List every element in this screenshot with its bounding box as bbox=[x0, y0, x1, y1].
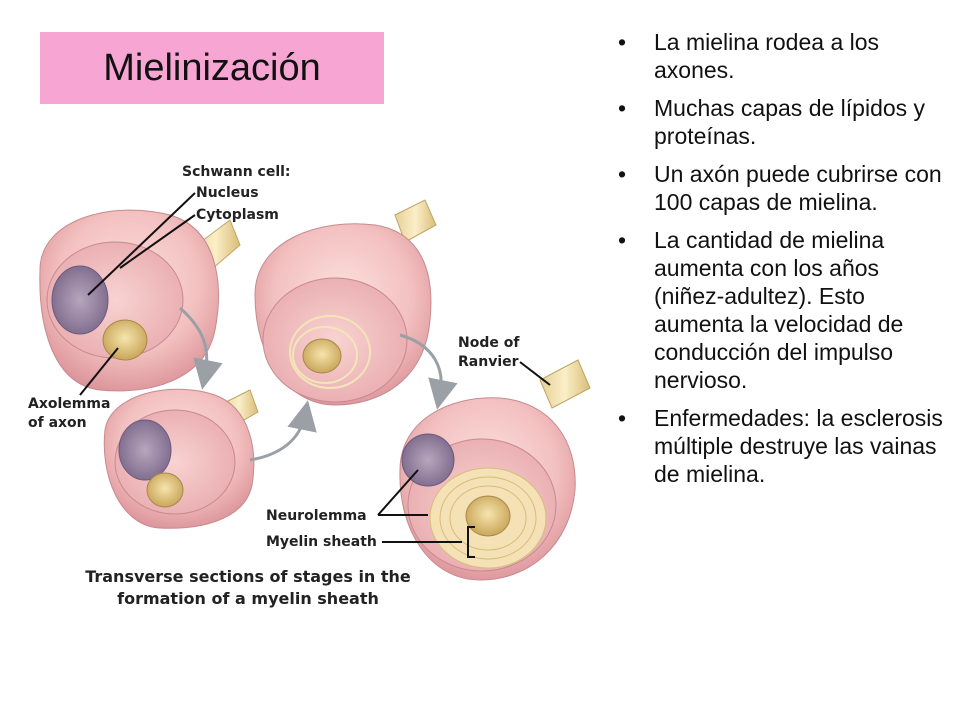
stage-2-cell bbox=[103, 388, 259, 529]
title-box: Mielinización bbox=[40, 32, 384, 104]
bullet-icon: • bbox=[618, 95, 627, 121]
caption-line-1: Transverse sections of stages in the bbox=[85, 567, 411, 586]
bullet-item: •Muchas capas de lípidos y proteínas. bbox=[618, 95, 926, 149]
label-node-of: Node of bbox=[458, 335, 520, 351]
arrow-stage2-to-3 bbox=[249, 400, 317, 462]
stage-4-cell bbox=[399, 359, 591, 581]
label-axolemma: Axolemma bbox=[28, 396, 110, 412]
leader-lines bbox=[79, 192, 551, 558]
bullet-item: •Enfermedades: la esclerosis múltiple de… bbox=[618, 405, 943, 487]
label-ranvier: Ranvier bbox=[458, 354, 519, 370]
label-of-axon: of axon bbox=[28, 415, 87, 431]
label-schwann-cell: Schwann cell: bbox=[182, 164, 291, 180]
bullet-icon: • bbox=[618, 29, 627, 55]
bullet-icon: • bbox=[618, 405, 627, 431]
stage-1-cell bbox=[39, 209, 241, 392]
label-myelin-sheath: Myelin sheath bbox=[266, 534, 377, 550]
bullet-list: •La mielina rodea a los axones. •Muchas … bbox=[612, 28, 952, 498]
myelination-figure: Schwann cell: Nucleus Cytoplasm Node of … bbox=[28, 164, 591, 608]
bullet-icon: • bbox=[618, 227, 627, 253]
bullet-item: •La mielina rodea a los axones. bbox=[618, 29, 880, 83]
bullet-item: •Un axón puede cubrirse con 100 capas de… bbox=[618, 161, 942, 215]
label-cytoplasm: Cytoplasm bbox=[196, 207, 279, 223]
bullet-item: •La cantidad de mielina aumenta con los … bbox=[618, 227, 904, 393]
stage-3-cell bbox=[254, 199, 437, 406]
label-nucleus: Nucleus bbox=[196, 185, 259, 201]
arrow-stage3-to-4 bbox=[399, 333, 458, 410]
caption-line-2: formation of a myelin sheath bbox=[117, 589, 379, 608]
arrow-stage1-to-2 bbox=[179, 306, 223, 390]
slide-title: Mielinización bbox=[103, 46, 321, 89]
label-neurolemma: Neurolemma bbox=[266, 508, 367, 524]
bullet-icon: • bbox=[618, 161, 627, 187]
